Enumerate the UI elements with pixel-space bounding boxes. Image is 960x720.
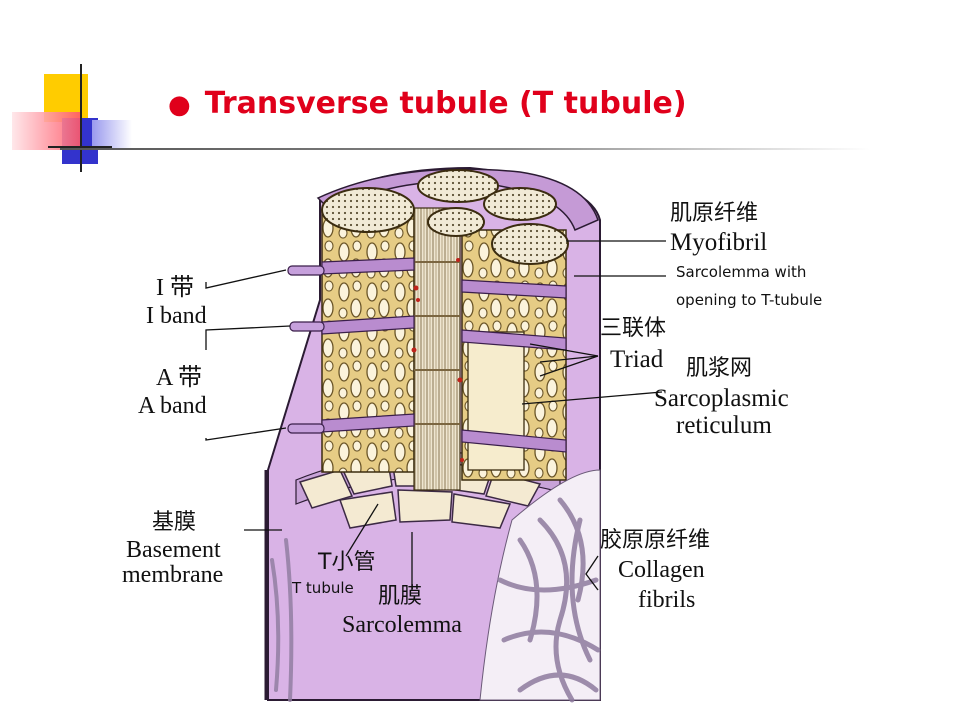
triad-label: Triad [610,346,664,373]
sarcomere-bands [414,261,460,425]
sr-label-line1: Sarcoplasmic [654,385,789,412]
leader-lines [205,240,666,591]
t-tubule-openings [287,265,325,434]
iband-label: I band [146,303,207,329]
myofibril-center-striated [413,207,461,491]
decorative-vertical-line [80,64,82,172]
sarcolemma-opening-label-line1: Sarcolemma with [676,263,807,281]
myofibril-right-inner [467,331,525,471]
collagen-left-strands [270,538,294,702]
sr-label-cn: 肌浆网 [686,356,753,381]
triad-label-cn: 三联体 [600,316,667,341]
decorative-red-gradient [12,112,82,150]
basement-membrane-label-cn: 基膜 [152,510,197,535]
myofibril-label: Myofibril [670,229,768,256]
bullet-icon: ● [168,90,191,120]
basement-membrane-label-line1: Basement [126,537,221,563]
sr-label-line2: reticulum [676,412,772,439]
myofibril-top-discs [321,169,569,265]
aband-label: A band [138,393,207,419]
myofibril-left-column [321,209,415,473]
collagen-label-line1: Collagen [618,557,705,583]
sarcolemma-opening-label-line2: opening to T-tubule [676,291,823,309]
fiber-top-rim [316,168,599,232]
t-tubule-label-cn: T小管 [318,550,376,575]
decorative-horizontal-line [48,146,112,148]
collagen-label-line2: fibrils [638,587,696,613]
collagen-region [479,469,601,701]
slide-title: ● Transverse tubule (T tubule) [168,86,687,121]
decorative-blue-gradient [92,120,132,150]
aband-label-cn: A 带 [156,365,203,391]
sarcolemma-label-cn: 肌膜 [378,584,423,609]
iband-label-cn: I 带 [156,275,194,301]
t-tubule-bands [321,257,567,453]
collagen-fibril-strands [497,497,601,703]
t-tubule-label: T tubule [292,579,354,597]
red-granules [411,258,464,462]
basement-membrane-label-line2: membrane [122,562,224,588]
slide-title-text: Transverse tubule (T tubule) [204,86,687,121]
myofibril-label-cn: 肌原纤维 [670,201,759,226]
title-underline [60,148,870,150]
sarcolemma-label: Sarcolemma [342,612,462,638]
collagen-label-cn: 胶原原纤维 [600,528,711,553]
